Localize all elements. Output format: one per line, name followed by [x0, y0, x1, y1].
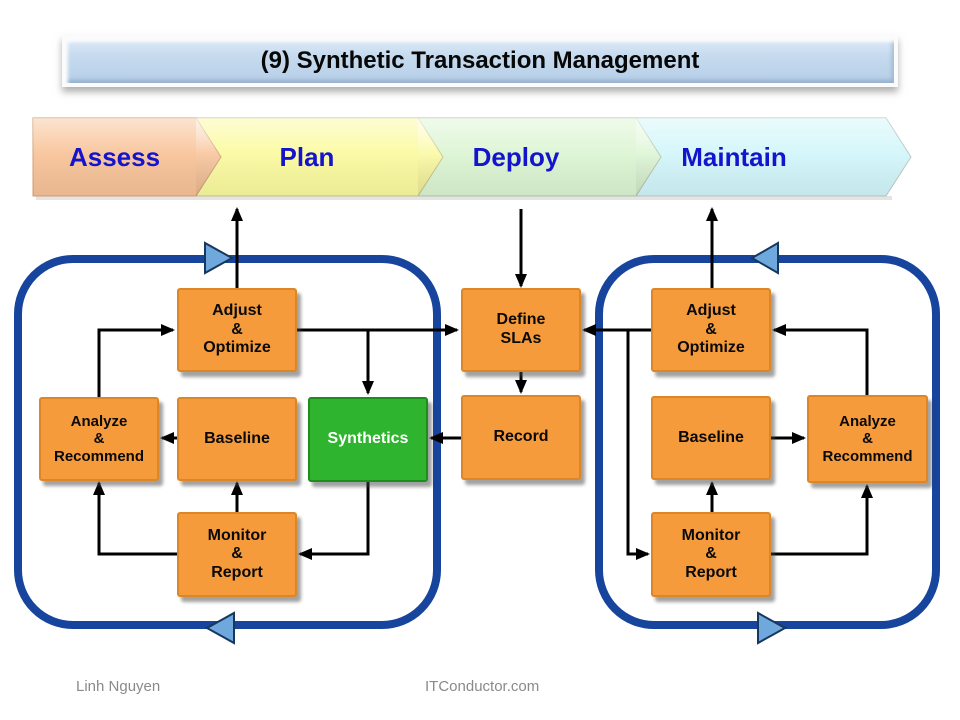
chevron-shine: [196, 118, 443, 196]
connector-monitorleft-to-analyzeleft: [93, 481, 177, 556]
flow-direction-right-icon: [757, 611, 788, 645]
chevron-strip-shadow: [36, 196, 892, 200]
connector-analyzeleft-to-adjustleft: [97, 324, 175, 399]
slide-title: (9) Synthetic Transaction Management: [260, 47, 700, 74]
phase-label-deploy: Deploy: [472, 141, 560, 172]
node-baseline-right: Baseline: [651, 396, 771, 480]
node-adjust-optimize-right: Adjust & Optimize: [651, 288, 771, 372]
slide-title-banner: (9) Synthetic Transaction Management: [62, 35, 898, 87]
phase-label-maintain: Maintain: [681, 141, 787, 172]
chevron-shine: [418, 118, 661, 196]
flow-direction-right-icon: [204, 241, 235, 275]
chevron-shine: [33, 118, 221, 196]
phase-label-plan: Plan: [279, 141, 335, 172]
flow-direction-left-icon: [749, 241, 779, 275]
connector-synthetics-to-monitorleft: [298, 480, 370, 560]
node-monitor-report-right: Monitor & Report: [651, 512, 771, 597]
node-monitor-report-left: Monitor & Report: [177, 512, 297, 597]
node-analyze-recommend-left: Analyze & Recommend: [39, 397, 159, 481]
node-analyze-recommend-right: Analyze & Recommend: [807, 395, 928, 483]
footer-author: Linh Nguyen: [76, 678, 161, 695]
node-synthetics: Synthetics: [308, 397, 428, 482]
node-baseline-left: Baseline: [177, 397, 297, 481]
connector-analyzeright-to-adjustright: [772, 324, 869, 397]
node-adjust-optimize-left: Adjust & Optimize: [177, 288, 297, 372]
chevron-shine: [636, 118, 911, 196]
node-record: Record: [461, 395, 581, 480]
footer-website: ITConductor.com: [425, 678, 540, 695]
connector-monitorright-to-analyzeright: [771, 484, 873, 556]
flow-direction-left-icon: [204, 611, 235, 645]
connector-branch-to-monitorright: [626, 330, 650, 560]
node-define-slas: Define SLAs: [461, 288, 581, 372]
phase-label-assess: Assess: [68, 141, 161, 172]
